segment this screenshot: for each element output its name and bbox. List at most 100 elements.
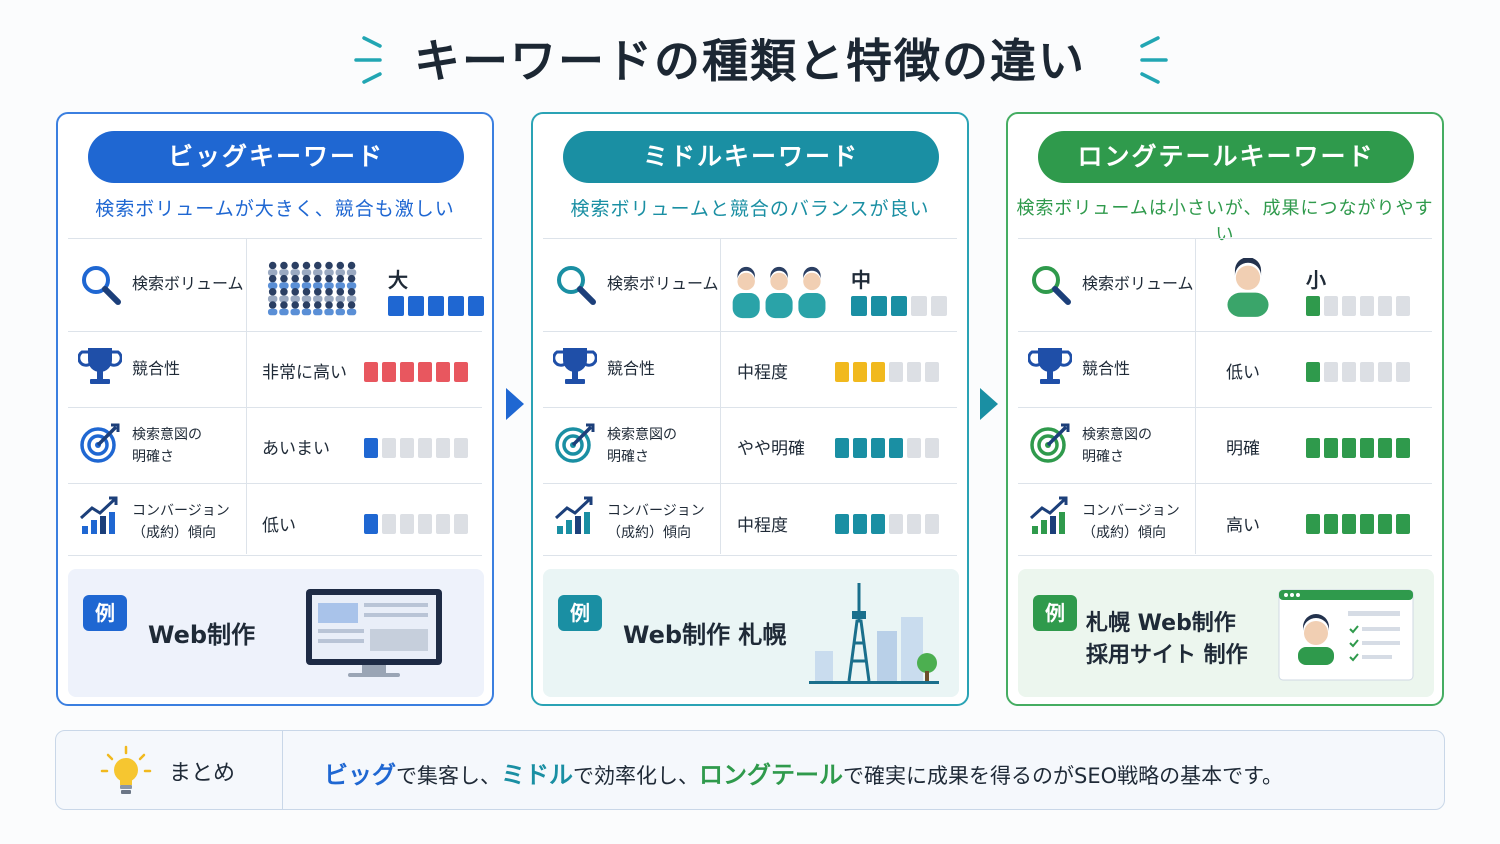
conversion-label: （成約）傾向 xyxy=(607,525,691,541)
level-bar xyxy=(428,296,444,316)
level-bar xyxy=(382,438,396,458)
example-badge: 例 xyxy=(83,595,127,631)
summary-box: まとめ ビッグで集客し、ミドルで効率化し、ロングテールで確実に成果を得るのがSE… xyxy=(55,730,1445,810)
level-bar xyxy=(388,296,404,316)
card-big-keyword: ビッグキーワード 検索ボリュームが大きく、競合も激しい 検索ボリューム競合性検索… xyxy=(56,112,494,706)
summary-text: ビッグで集客し、ミドルで効率化し、ロングテールで確実に成果を得るのがSEO戦略の… xyxy=(324,755,1283,790)
level-bar xyxy=(907,362,921,382)
level-bar xyxy=(1342,362,1356,382)
level-bar xyxy=(436,514,450,534)
level-bar xyxy=(871,514,885,534)
intent-value: やや明確 xyxy=(737,439,805,459)
volume-label: 検索ボリューム xyxy=(607,274,719,293)
level-bar xyxy=(889,438,903,458)
level-bar xyxy=(835,438,849,458)
arrow-right-icon xyxy=(506,388,524,420)
summary-highlight-middle: ミドル xyxy=(501,761,573,789)
card-subtitle: 検索ボリュームは小さいが、成果につながりやすい xyxy=(1016,198,1434,245)
competition-level-bars xyxy=(1306,362,1414,382)
level-bar xyxy=(400,514,414,534)
competition-level-bars xyxy=(835,362,943,382)
level-bar xyxy=(907,438,921,458)
volume-value: 小 xyxy=(1306,268,1326,292)
column-divider xyxy=(1195,238,1196,554)
level-bar xyxy=(400,362,414,382)
level-bar xyxy=(454,362,468,382)
competition-value: 中程度 xyxy=(737,363,788,383)
example-keyword: 採用サイト 制作 xyxy=(1086,643,1248,668)
level-bar xyxy=(853,438,867,458)
sparkle-right-icon xyxy=(1140,36,1168,84)
level-bar xyxy=(1306,362,1320,382)
conversion-label: コンバージョン xyxy=(132,503,230,519)
row-divider xyxy=(68,407,482,408)
card-subtitle: 検索ボリュームが大きく、競合も激しい xyxy=(95,198,455,220)
conversion-label: （成約）傾向 xyxy=(132,525,216,541)
row-divider xyxy=(543,238,957,239)
intent-level-bars xyxy=(364,438,472,458)
growth-chart-icon xyxy=(1029,496,1068,534)
level-bar xyxy=(925,362,939,382)
summary-text-part: で確実に成果を得るのがSEO戦略の基本です。 xyxy=(843,764,1284,788)
volume-label: 検索ボリューム xyxy=(132,274,244,293)
level-bar xyxy=(364,362,378,382)
trophy-icon xyxy=(1028,348,1072,384)
level-bar xyxy=(364,514,378,534)
level-bar xyxy=(1306,296,1320,316)
search-icon xyxy=(1032,266,1071,305)
conversion-level-bars xyxy=(364,514,472,534)
row-divider xyxy=(68,331,482,332)
level-bar xyxy=(1378,514,1392,534)
level-bar xyxy=(1324,514,1338,534)
row-divider xyxy=(1018,483,1432,484)
column-divider xyxy=(720,238,721,554)
intent-label: 明確さ xyxy=(132,449,174,465)
target-icon xyxy=(555,423,595,463)
volume-value: 中 xyxy=(851,268,871,292)
level-bar xyxy=(1378,296,1392,316)
summary-highlight-long: ロングテール xyxy=(699,761,843,789)
level-bar xyxy=(1396,362,1410,382)
target-icon xyxy=(80,423,120,463)
page-title: キーワードの種類と特徴の違い xyxy=(414,34,1086,88)
level-bar xyxy=(1324,362,1338,382)
competition-label: 競合性 xyxy=(1082,359,1131,378)
trophy-icon xyxy=(553,348,597,384)
conversion-label: コンバージョン xyxy=(607,503,705,519)
level-bar xyxy=(1360,438,1374,458)
recruitment-page-icon xyxy=(1278,589,1414,681)
level-bar xyxy=(1342,514,1356,534)
level-bar xyxy=(454,438,468,458)
card-heading: ロングテールキーワード xyxy=(1038,131,1414,183)
level-bar xyxy=(853,362,867,382)
row-divider xyxy=(1018,331,1432,332)
competition-value: 非常に高い xyxy=(262,363,347,383)
growth-chart-icon xyxy=(79,496,118,534)
intent-label: 明確さ xyxy=(1082,449,1124,465)
summary-highlight-big: ビッグ xyxy=(324,761,396,789)
single-person-icon xyxy=(1227,258,1269,317)
intent-value: あいまい xyxy=(262,439,330,459)
level-bar xyxy=(1324,438,1338,458)
row-divider xyxy=(1018,555,1432,556)
level-bar xyxy=(418,514,432,534)
crowd-people-icon xyxy=(267,261,357,316)
monitor-icon xyxy=(306,589,442,677)
level-bar xyxy=(1396,296,1410,316)
level-bar xyxy=(851,296,867,316)
level-bar xyxy=(1360,514,1374,534)
summary-label: まとめ xyxy=(169,761,236,786)
conversion-label: コンバージョン xyxy=(1082,503,1180,519)
conversion-value: 高い xyxy=(1226,516,1260,536)
sparkle-left-icon xyxy=(354,36,382,84)
level-bar xyxy=(871,438,885,458)
summary-text-part: で集客し、 xyxy=(396,764,501,788)
level-bar xyxy=(925,438,939,458)
card-heading: ミドルキーワード xyxy=(563,131,939,183)
example-keyword: 札幌 Web制作 xyxy=(1086,611,1236,636)
level-bar xyxy=(400,438,414,458)
conversion-level-bars xyxy=(835,514,943,534)
row-divider xyxy=(543,483,957,484)
